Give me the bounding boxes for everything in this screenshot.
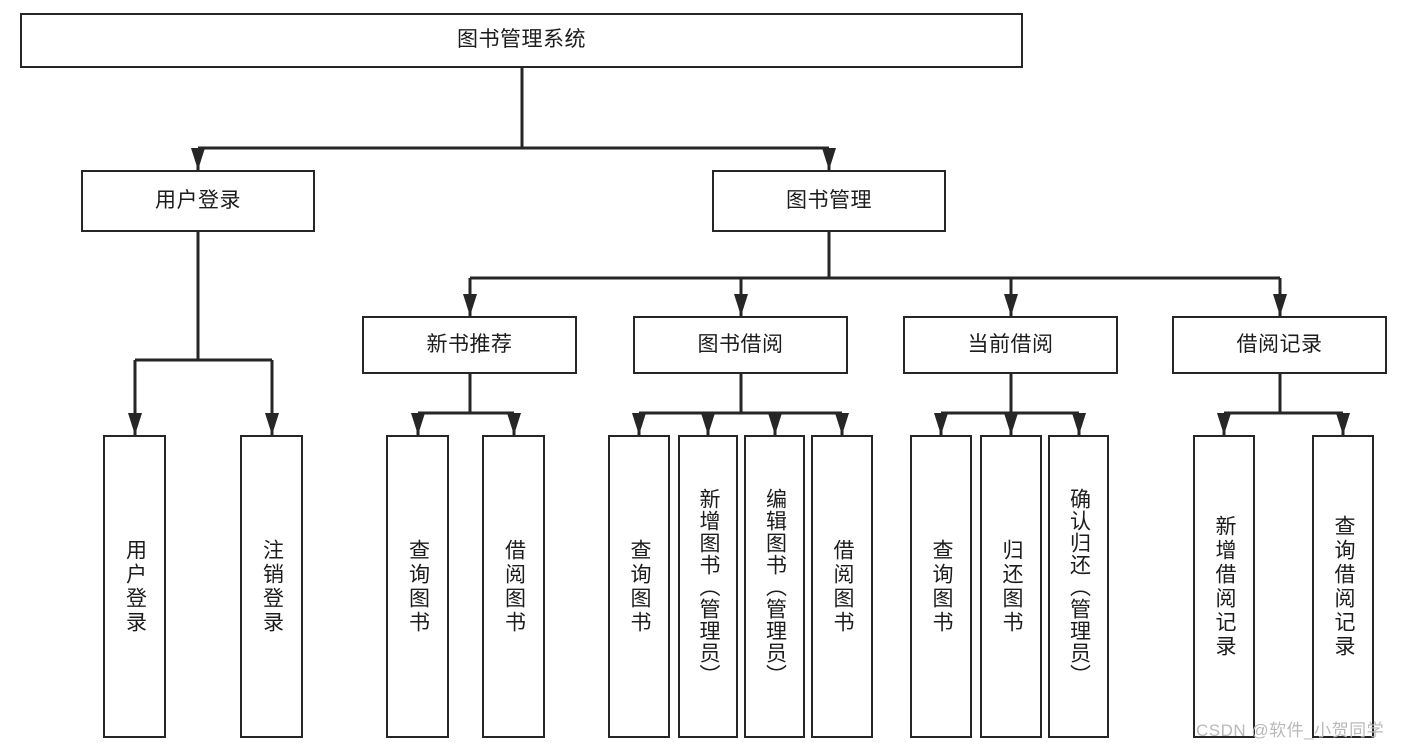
node-leaf-5[interactable]: 查询图书 xyxy=(608,435,670,738)
node-root[interactable]: 图书管理系统 xyxy=(20,13,1023,68)
node-leaf-10[interactable]: 归还图书 xyxy=(980,435,1042,738)
node-leaf-4[interactable]: 借阅图书 xyxy=(482,435,545,738)
node-label: 图书借阅 xyxy=(697,332,784,356)
node-label: 用户登录 xyxy=(123,538,147,635)
node-label: 新增图书（管理员） xyxy=(697,487,721,686)
node-label: 借阅图书 xyxy=(502,538,526,635)
node-leaf-6[interactable]: 新增图书（管理员） xyxy=(678,435,738,738)
node-leaf-8[interactable]: 借阅图书 xyxy=(811,435,873,738)
node-label: 用户登录 xyxy=(155,188,241,212)
node-leaf-2[interactable]: 注销登录 xyxy=(240,435,303,738)
node-label: 图书管理系统 xyxy=(457,28,586,52)
node-bookmgmt[interactable]: 图书管理 xyxy=(712,170,946,232)
node-label: 注销登录 xyxy=(260,538,284,635)
node-label: 借阅图书 xyxy=(831,538,855,635)
node-leaf-1[interactable]: 用户登录 xyxy=(103,435,166,738)
node-current[interactable]: 当前借阅 xyxy=(903,316,1118,374)
node-label: 新书推荐 xyxy=(426,332,513,356)
node-label: 查询图书 xyxy=(406,538,430,635)
node-leaf-9[interactable]: 查询图书 xyxy=(910,435,972,738)
node-records[interactable]: 借阅记录 xyxy=(1172,316,1387,374)
node-borrow[interactable]: 图书借阅 xyxy=(633,316,848,374)
node-label: 编辑图书（管理员） xyxy=(763,487,787,686)
node-label: 当前借阅 xyxy=(967,332,1054,356)
node-leaf-11[interactable]: 确认归还（管理员） xyxy=(1048,435,1109,738)
node-label: 借阅记录 xyxy=(1236,332,1323,356)
node-label: 归还图书 xyxy=(1000,538,1024,635)
node-label: 查询借阅记录 xyxy=(1332,514,1356,659)
node-leaf-13[interactable]: 查询借阅记录 xyxy=(1312,435,1374,738)
node-login[interactable]: 用户登录 xyxy=(81,170,315,232)
node-label: 新增借阅记录 xyxy=(1213,514,1237,659)
node-leaf-7[interactable]: 编辑图书（管理员） xyxy=(744,435,805,738)
node-label: 确认归还（管理员） xyxy=(1067,487,1091,686)
node-leaf-3[interactable]: 查询图书 xyxy=(386,435,449,738)
node-label: 查询图书 xyxy=(930,538,954,635)
node-newbook[interactable]: 新书推荐 xyxy=(362,316,577,374)
node-label: 图书管理 xyxy=(786,188,872,212)
node-leaf-12[interactable]: 新增借阅记录 xyxy=(1193,435,1255,738)
node-label: 查询图书 xyxy=(628,538,652,635)
